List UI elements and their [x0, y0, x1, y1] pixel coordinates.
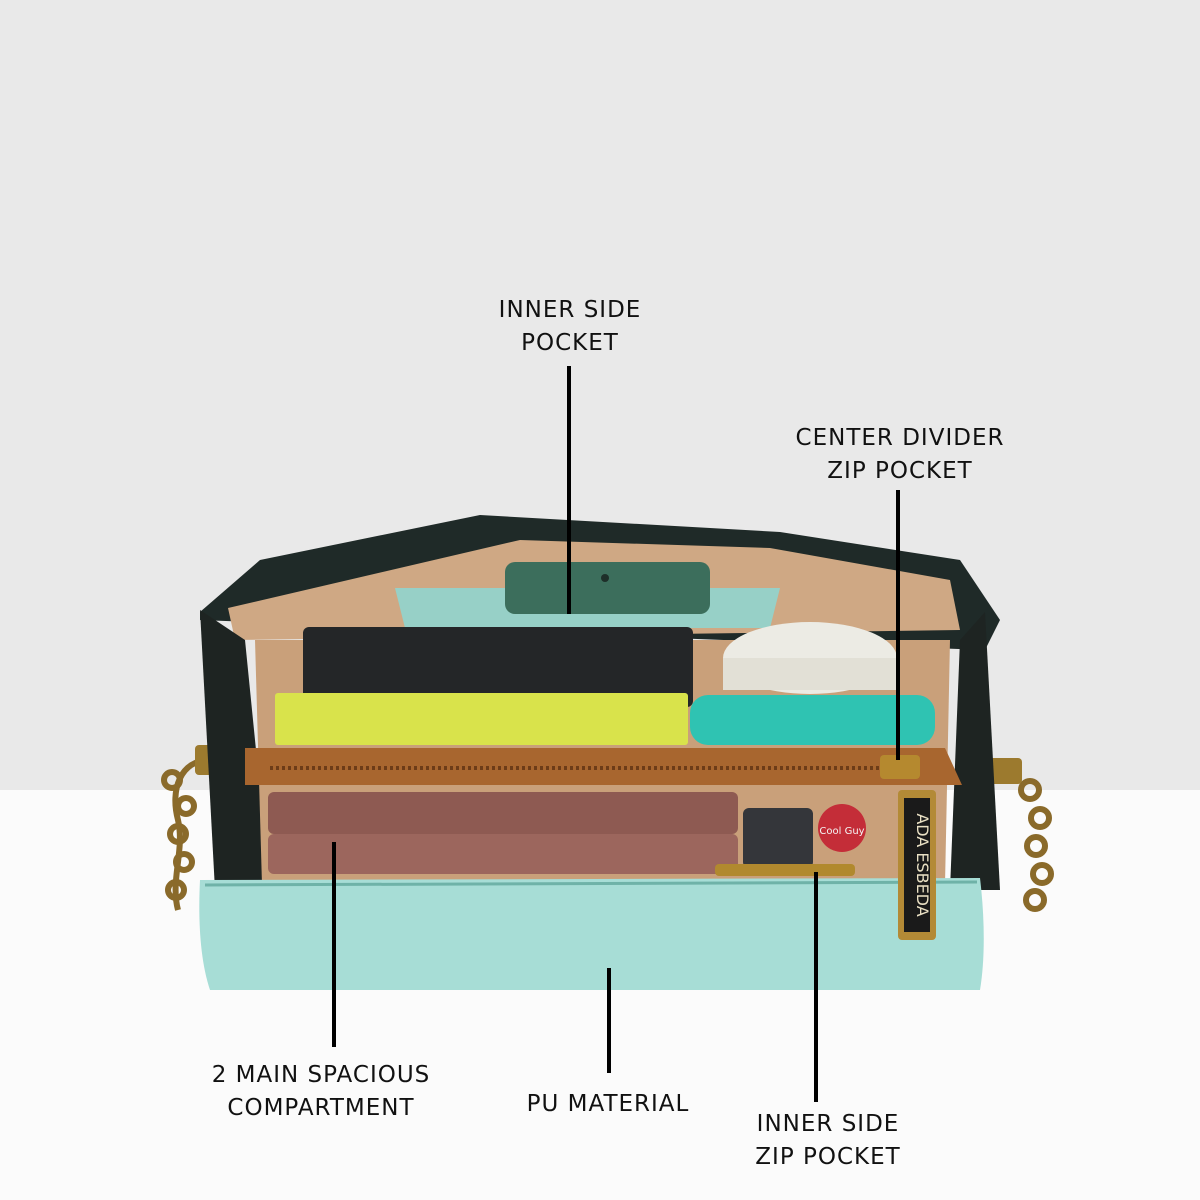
leader-main-compartment	[332, 842, 336, 1047]
brand-tag-inner	[904, 798, 930, 932]
wallet-top	[268, 792, 738, 834]
label-line: ZIP POCKET	[827, 458, 973, 484]
leader-center-divider	[896, 490, 900, 760]
zipper-pull	[880, 755, 920, 779]
white-compact-side	[723, 658, 897, 690]
label-line: ZIP POCKET	[755, 1144, 901, 1170]
black-case	[303, 627, 693, 707]
phone-camera	[601, 574, 609, 582]
strap-ring-right	[988, 758, 1022, 784]
label-inner-side-pocket: INNER SIDE POCKET	[460, 294, 680, 360]
label-line: COMPARTMENT	[227, 1095, 415, 1121]
leader-inner-side-zip	[814, 872, 818, 1102]
bag-side-left	[200, 610, 270, 890]
yellow-box	[275, 693, 688, 745]
side-zip-pull	[715, 864, 855, 876]
chain-strap-right	[1018, 778, 1054, 912]
label-line: PU MATERIAL	[526, 1091, 690, 1117]
bag-front-panel	[199, 878, 984, 990]
lip-balm	[818, 804, 866, 852]
lip-balm-text: Cool Guy	[819, 826, 864, 837]
center-zipper	[245, 748, 962, 785]
label-line: INNER SIDE	[498, 297, 642, 323]
phone	[505, 562, 710, 614]
label-center-divider-zip-pocket: CENTER DIVIDER ZIP POCKET	[770, 422, 1030, 488]
leader-pu-material	[607, 968, 611, 1073]
label-main-compartment: 2 MAIN SPACIOUS COMPARTMENT	[190, 1059, 452, 1125]
wallet-bottom	[268, 834, 738, 874]
label-line: CENTER DIVIDER	[795, 425, 1005, 451]
bag-side-right	[950, 612, 1000, 890]
teal-compact	[690, 695, 935, 745]
label-line: POCKET	[521, 330, 619, 356]
label-pu-material: PU MATERIAL	[508, 1088, 708, 1121]
brand-tag-text: ADA ESBEDA	[913, 813, 932, 916]
chain-strap-left	[161, 757, 211, 911]
leader-inner-side-pocket	[567, 366, 571, 614]
label-line: 2 MAIN SPACIOUS	[211, 1062, 431, 1088]
black-cube	[743, 808, 813, 868]
label-line: INNER SIDE	[756, 1111, 900, 1137]
label-inner-side-zip-pocket: INNER SIDE ZIP POCKET	[718, 1108, 938, 1174]
